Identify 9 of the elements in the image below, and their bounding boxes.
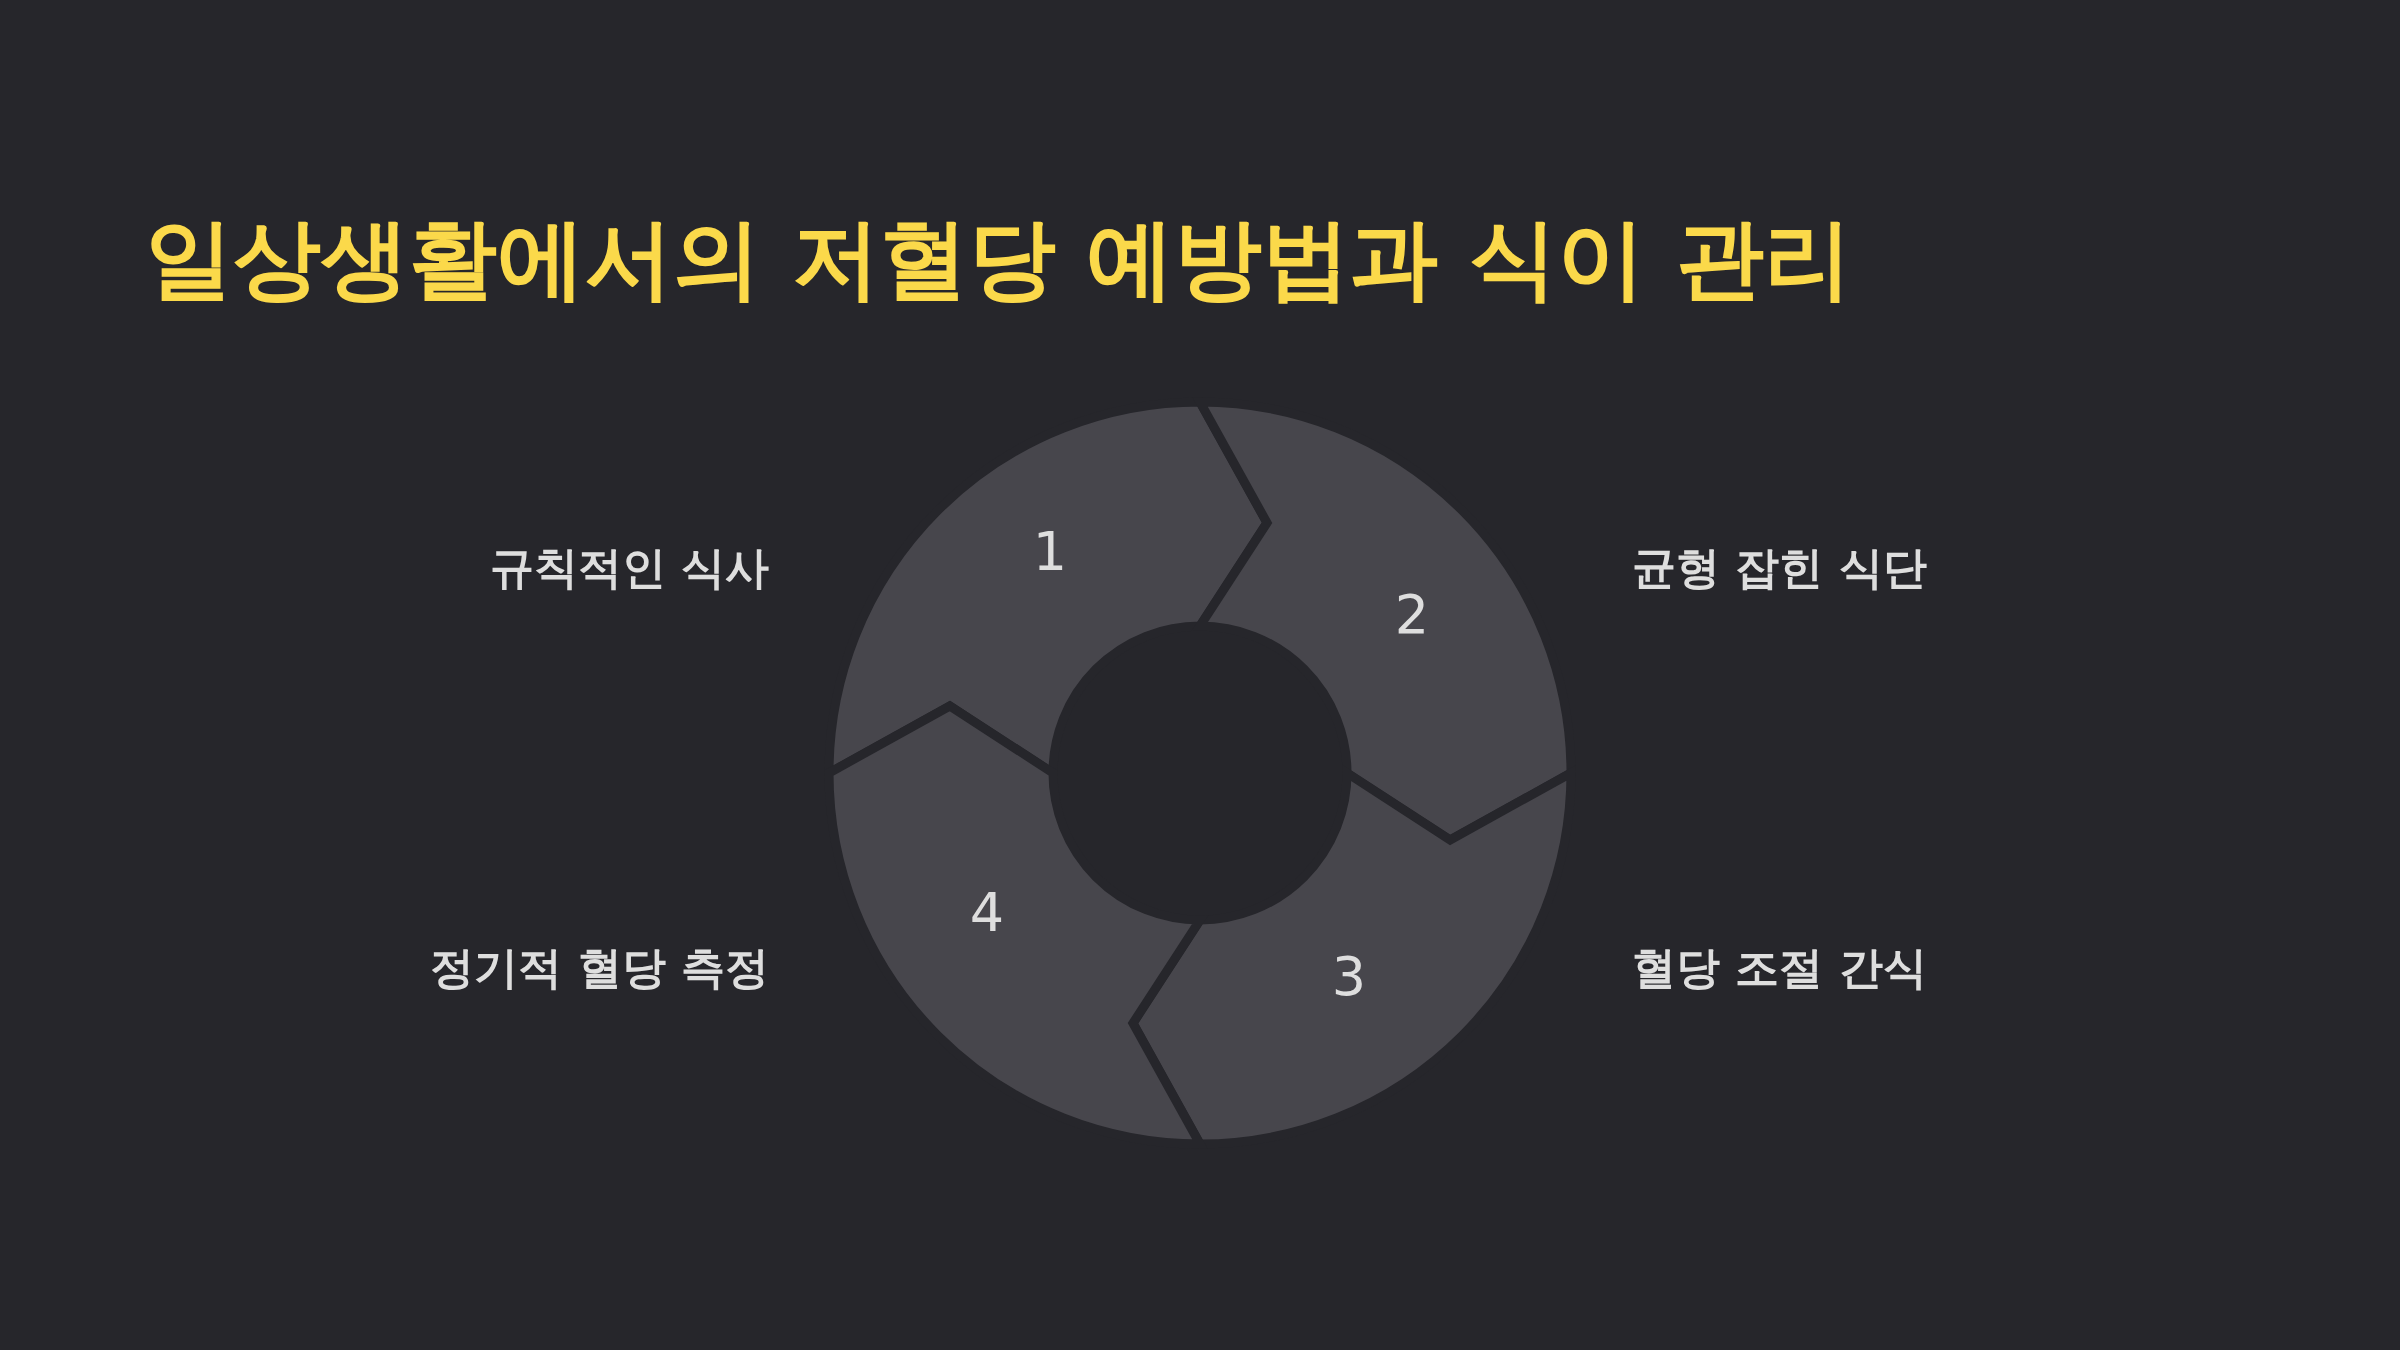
title: 일상생활에서의 저혈당 예방법과 식이 관리 xyxy=(145,206,1852,312)
step-number: 1 xyxy=(1032,519,1068,583)
step-label: 혈당 조절 간식 xyxy=(1632,940,1927,995)
step-label: 균형 잡힌 식단 xyxy=(1632,540,1927,595)
step-number: 2 xyxy=(1394,582,1430,646)
step-label: 규칙적인 식사 xyxy=(489,540,769,595)
step-number: 4 xyxy=(969,880,1005,944)
step-number: 3 xyxy=(1331,944,1367,1008)
step-label: 정기적 혈당 측정 xyxy=(430,940,769,995)
